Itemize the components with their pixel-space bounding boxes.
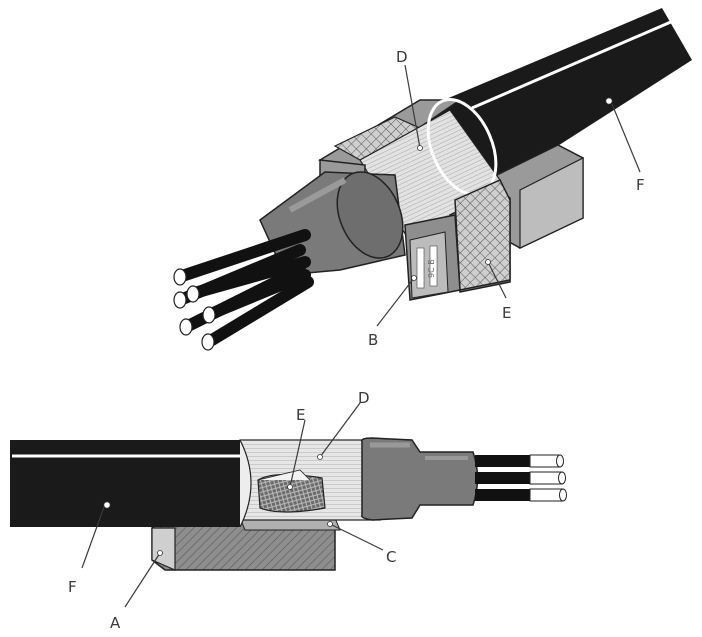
bottom-braid: [257, 469, 326, 513]
top-label-b: B: [368, 331, 378, 349]
bottom-cable-jacket: [10, 439, 252, 528]
bottom-block-a: [151, 527, 176, 571]
bottom-figure: E D C F A: [10, 389, 567, 632]
top-jacket-dot: [605, 97, 613, 105]
bottom-leader-e: [289, 419, 306, 488]
top-marking-text: 9C B: [427, 259, 436, 278]
bottom-label-c: C: [386, 548, 396, 566]
bottom-conductors: [475, 454, 567, 502]
top-clamp-right: [496, 144, 584, 249]
top-leader-b: [376, 277, 415, 327]
bottom-clamp-block: [151, 517, 341, 571]
top-leader-f: [611, 103, 641, 173]
top-label-f: F: [636, 176, 645, 194]
top-label-e: E: [502, 304, 511, 322]
top-seal-e: [454, 179, 511, 291]
bottom-label-d: D: [358, 389, 370, 407]
top-leader-d: [404, 64, 421, 149]
bottom-leader-c: [329, 523, 384, 551]
bottom-leader-f: [81, 506, 105, 569]
bottom-leader-d: [319, 402, 361, 458]
top-figure: 9C B D F E: [173, 8, 692, 351]
top-label-d: D: [396, 48, 408, 66]
top-jacket-highlight: [471, 16, 681, 110]
bottom-leader-a: [124, 552, 161, 608]
bottom-shroud: [360, 437, 479, 521]
top-leader-e: [487, 261, 507, 299]
top-conductors: [173, 229, 314, 351]
bottom-jacket-dot: [103, 501, 111, 509]
bottom-label-e: E: [296, 406, 305, 424]
bottom-label-a: A: [110, 614, 121, 632]
bottom-label-f: F: [68, 578, 77, 596]
